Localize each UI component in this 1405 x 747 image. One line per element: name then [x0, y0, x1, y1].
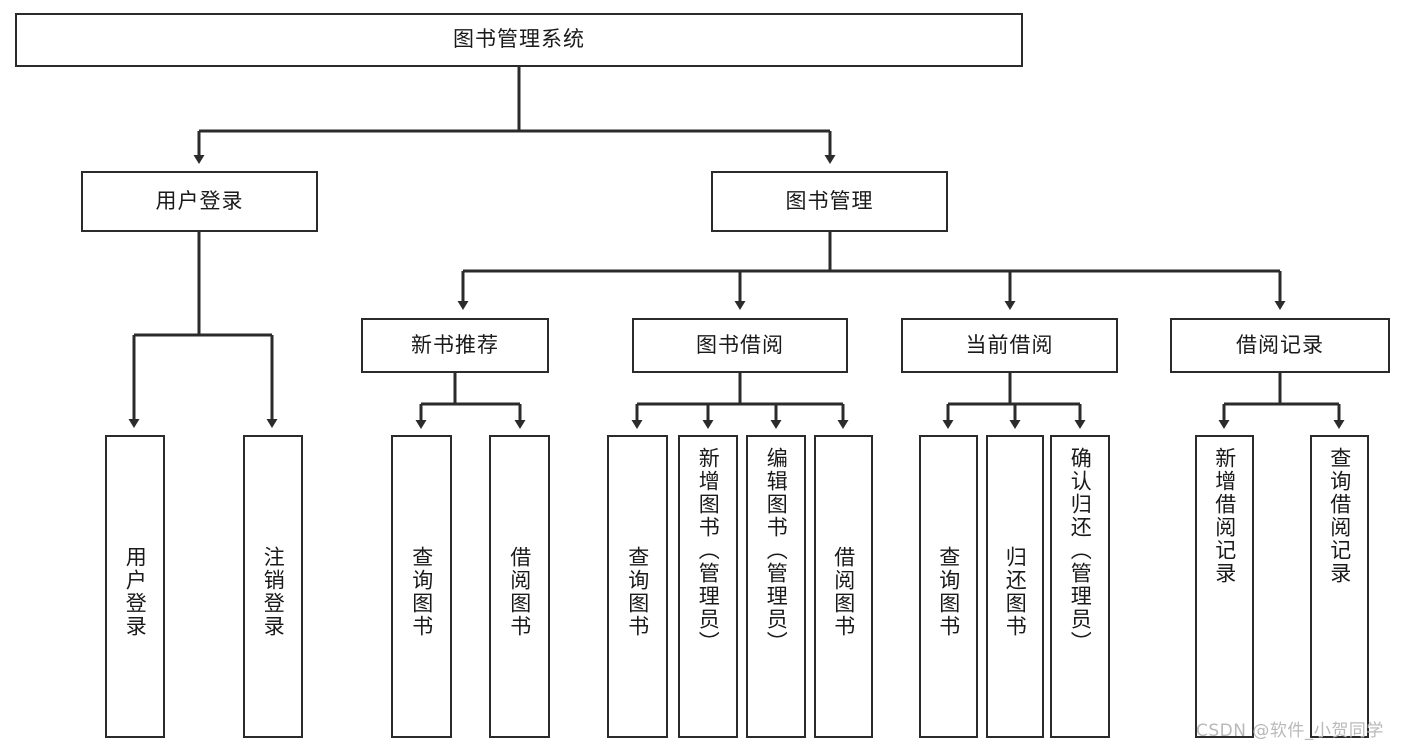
node-leaf-confirm-return[interactable]: 确认归还（管理员）	[1050, 435, 1110, 738]
node-leaf-query-record[interactable]: 查询借阅记录	[1310, 435, 1369, 738]
node-leaf-add-record[interactable]: 新增借阅记录	[1195, 435, 1254, 738]
node-new-book-recommend[interactable]: 新书推荐	[361, 318, 549, 373]
node-borrow-record[interactable]: 借阅记录	[1170, 318, 1390, 373]
node-leaf-return-book-label: 归还图书	[1003, 545, 1028, 638]
node-user-login[interactable]: 用户登录	[81, 171, 318, 232]
node-leaf-query-book-1[interactable]: 查询图书	[391, 435, 452, 738]
node-book-manage-label: 图书管理	[785, 188, 874, 213]
node-leaf-confirm-return-label: 确认归还（管理员）	[1068, 447, 1093, 654]
node-leaf-query-book-1-label: 查询图书	[409, 545, 434, 638]
node-leaf-query-book-2[interactable]: 查询图书	[607, 435, 668, 738]
node-leaf-borrow-book-2[interactable]: 借阅图书	[814, 435, 873, 738]
node-leaf-edit-book[interactable]: 编辑图书（管理员）	[746, 435, 806, 738]
csdn-watermark: CSDN @软件_小贺同学	[1196, 721, 1384, 741]
node-book-borrow[interactable]: 图书借阅	[632, 318, 848, 373]
node-borrow-record-label: 借阅记录	[1236, 332, 1324, 357]
node-book-manage[interactable]: 图书管理	[711, 171, 948, 232]
node-current-borrow-label: 当前借阅	[965, 332, 1054, 357]
node-book-borrow-label: 图书借阅	[696, 332, 784, 357]
node-leaf-logout-label: 注销登录	[261, 545, 286, 638]
node-leaf-edit-book-label: 编辑图书（管理员）	[764, 447, 789, 654]
node-leaf-return-book[interactable]: 归还图书	[986, 435, 1044, 738]
node-leaf-query-book-3[interactable]: 查询图书	[919, 435, 978, 738]
node-root-label: 图书管理系统	[453, 27, 585, 52]
node-current-borrow[interactable]: 当前借阅	[901, 318, 1118, 373]
node-leaf-query-book-2-label: 查询图书	[625, 545, 650, 638]
node-leaf-query-book-3-label: 查询图书	[936, 545, 961, 638]
node-new-book-recommend-label: 新书推荐	[411, 332, 499, 357]
node-root[interactable]: 图书管理系统	[15, 13, 1023, 67]
node-leaf-add-book[interactable]: 新增图书（管理员）	[678, 435, 738, 738]
node-leaf-query-record-label: 查询借阅记录	[1327, 447, 1352, 585]
node-leaf-logout[interactable]: 注销登录	[243, 435, 303, 738]
node-user-login-label: 用户登录	[155, 188, 244, 213]
node-leaf-add-record-label: 新增借阅记录	[1212, 447, 1237, 585]
node-leaf-user-login[interactable]: 用户登录	[105, 435, 165, 738]
node-leaf-user-login-label: 用户登录	[123, 545, 148, 638]
node-leaf-borrow-book-1[interactable]: 借阅图书	[489, 435, 550, 738]
node-leaf-add-book-label: 新增图书（管理员）	[696, 447, 721, 654]
node-leaf-borrow-book-2-label: 借阅图书	[831, 545, 856, 638]
node-leaf-borrow-book-1-label: 借阅图书	[507, 545, 532, 638]
